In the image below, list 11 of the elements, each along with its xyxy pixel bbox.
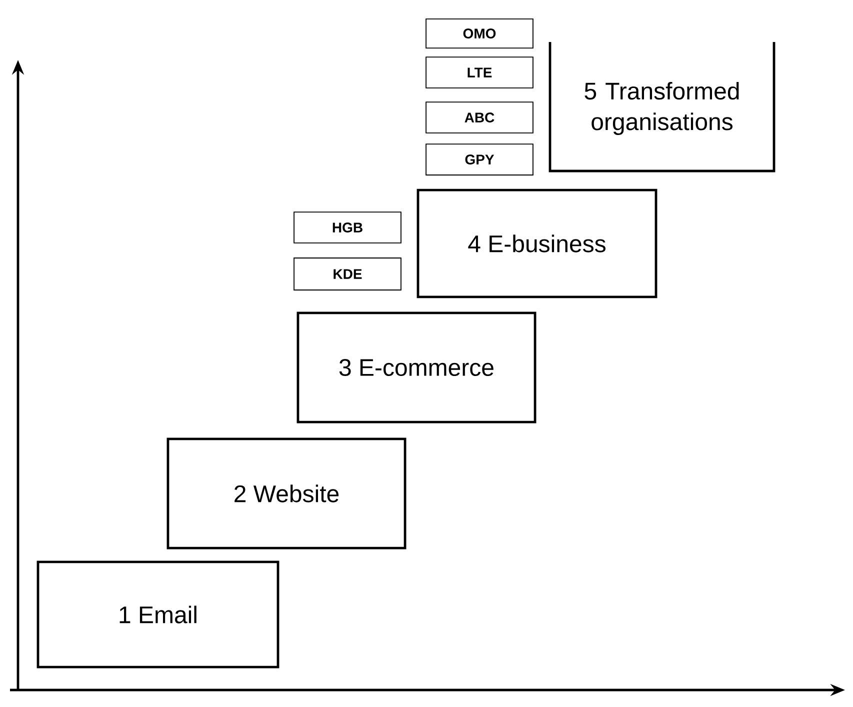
tag-box: GPY bbox=[426, 144, 534, 176]
open-top-box: 5 Transformed organisations bbox=[548, 42, 776, 172]
tag-box: KDE bbox=[294, 258, 402, 290]
stage-box: 3 E-commerce bbox=[296, 312, 536, 424]
tag-box: ABC bbox=[426, 102, 534, 134]
stage-box: 2 Website bbox=[166, 438, 406, 550]
stage-box: 4 E-business bbox=[416, 188, 658, 298]
tag-box: HGB bbox=[294, 212, 402, 244]
tag-box: OMO bbox=[426, 18, 534, 48]
stage-box: 1 Email bbox=[36, 560, 280, 668]
tag-box: LTE bbox=[426, 56, 534, 88]
